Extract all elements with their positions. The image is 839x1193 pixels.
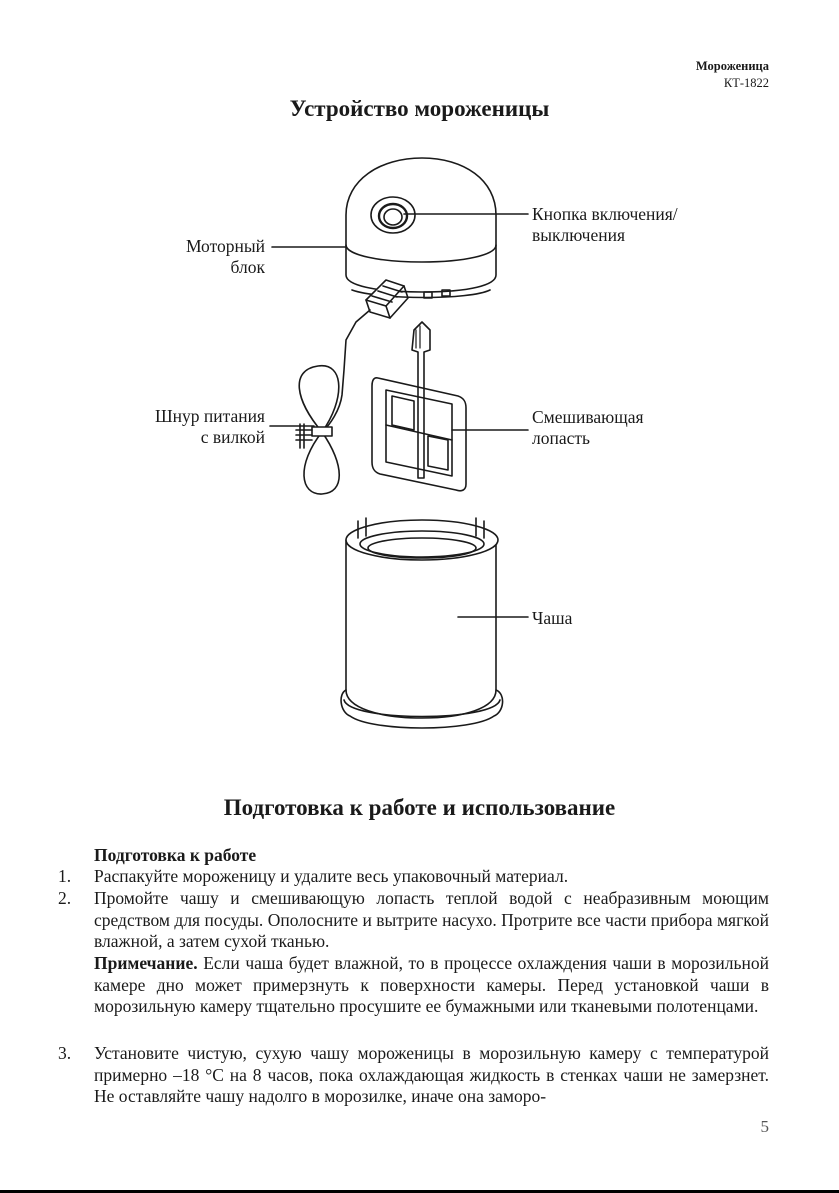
subhead-preparation: Подготовка к работе — [94, 845, 257, 865]
section-title: Подготовка к работе и использование — [223, 795, 616, 820]
bottom-rule — [0, 1190, 839, 1193]
header-model-number: КТ-1822 — [723, 76, 769, 90]
note-text: Если чаша будет влажной, то в процессе о… — [94, 953, 769, 1016]
label-bowl: Чаша — [532, 608, 572, 629]
label-power-cord-line2: с вилкой — [200, 427, 265, 447]
list-item-2: 2. Промойте чашу и смешивающую лопасть т… — [58, 888, 769, 953]
label-paddle-line2: лопасть — [532, 428, 591, 448]
note-label: Примечание. — [94, 953, 198, 973]
cord-connector-drawing — [365, 279, 409, 319]
power-cord-drawing — [295, 309, 371, 495]
motor-block-drawing — [345, 157, 497, 299]
list-item-3-number: 3. — [58, 1043, 72, 1063]
label-power-button: Кнопка включения/ выключения — [532, 204, 678, 246]
list-item-3-text: Установите чистую, сухую чашу мороженицы… — [94, 1043, 769, 1106]
bowl-drawing — [340, 517, 504, 729]
list-item-1: 1. Распакуйте мороженицу и удалите весь … — [58, 866, 769, 888]
list-item-2-text: Промойте чашу и смешивающую лопасть тепл… — [94, 888, 769, 951]
label-power-button-line1: Кнопка включения/ — [532, 204, 678, 224]
figure-title: Устройство мороженицы — [289, 96, 550, 121]
label-motor-block-line1: Моторный — [185, 236, 265, 256]
label-power-button-line2: выключения — [532, 225, 626, 245]
list-item-3: 3. Установите чистую, сухую чашу морожен… — [58, 1043, 769, 1108]
power-button-drawing — [370, 196, 416, 234]
header-product-name: Мороженица — [695, 59, 769, 73]
label-paddle: Смешивающая лопасть — [532, 407, 644, 449]
label-bowl-text: Чаша — [532, 608, 573, 628]
label-power-cord-line1: Шнур питания — [154, 406, 265, 426]
label-motor-block: Моторный блок — [186, 236, 265, 278]
page-number: 5 — [760, 1117, 770, 1136]
ice-cream-maker-illustration — [269, 157, 529, 729]
list-item-1-text: Распакуйте мороженицу и удалите весь упа… — [94, 866, 569, 886]
label-paddle-line1: Смешивающая — [532, 407, 644, 427]
list-item-2-number: 2. — [58, 888, 72, 908]
note-paragraph: Примечание. Если чаша будет влажной, то … — [94, 953, 769, 1018]
label-power-cord: Шнур питания с вилкой — [155, 406, 265, 448]
mixing-paddle-drawing — [371, 321, 467, 492]
list-item-1-number: 1. — [58, 866, 72, 886]
label-motor-block-line2: блок — [230, 257, 265, 277]
